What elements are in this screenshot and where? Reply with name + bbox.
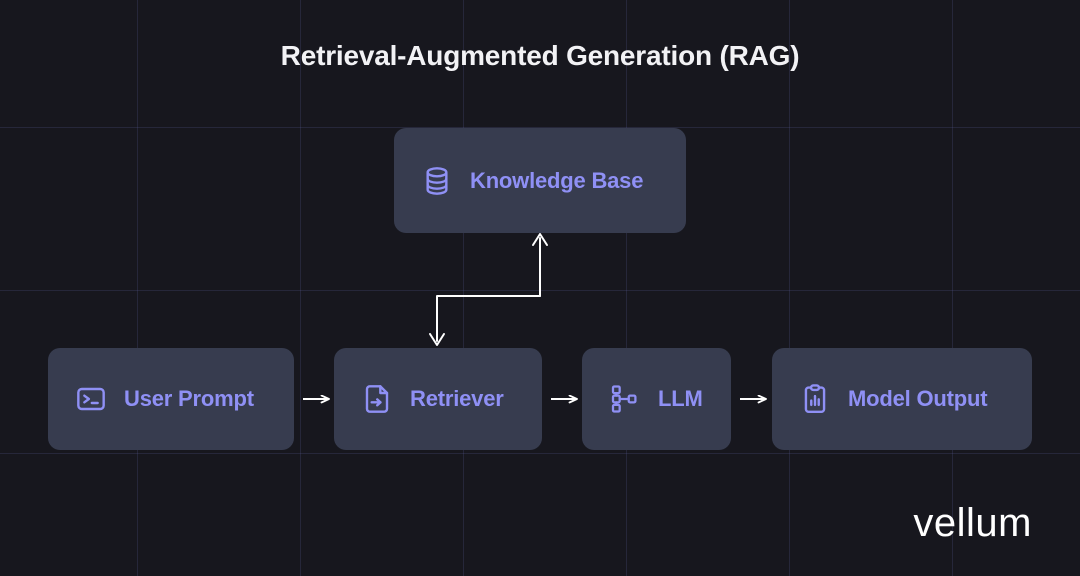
node-label: Knowledge Base (470, 167, 644, 193)
node-label: Model Output (848, 386, 988, 411)
node-retriever[interactable]: Retriever (334, 348, 542, 450)
edge-knowledge-base-to-retriever (429, 295, 541, 346)
node-user-prompt[interactable]: User Prompt (48, 348, 294, 450)
node-knowledge-base[interactable]: Knowledge Base (394, 128, 686, 233)
node-label: User Prompt (124, 386, 254, 411)
clipboard-chart-icon (798, 382, 832, 416)
terminal-icon (74, 382, 108, 416)
node-model-output[interactable]: Model Output (772, 348, 1032, 450)
edge-retriever-to-knowledge-base (532, 233, 548, 297)
database-icon (420, 164, 454, 198)
page-title: Retrieval-Augmented Generation (RAG) (280, 40, 800, 71)
node-label: LLM (658, 386, 703, 411)
node-llm[interactable]: LLM (582, 348, 731, 450)
node-label: Retriever (410, 386, 504, 411)
network-nodes-icon (608, 382, 642, 416)
document-arrow-icon (360, 382, 394, 416)
vellum-logo: vellum (913, 501, 1032, 545)
